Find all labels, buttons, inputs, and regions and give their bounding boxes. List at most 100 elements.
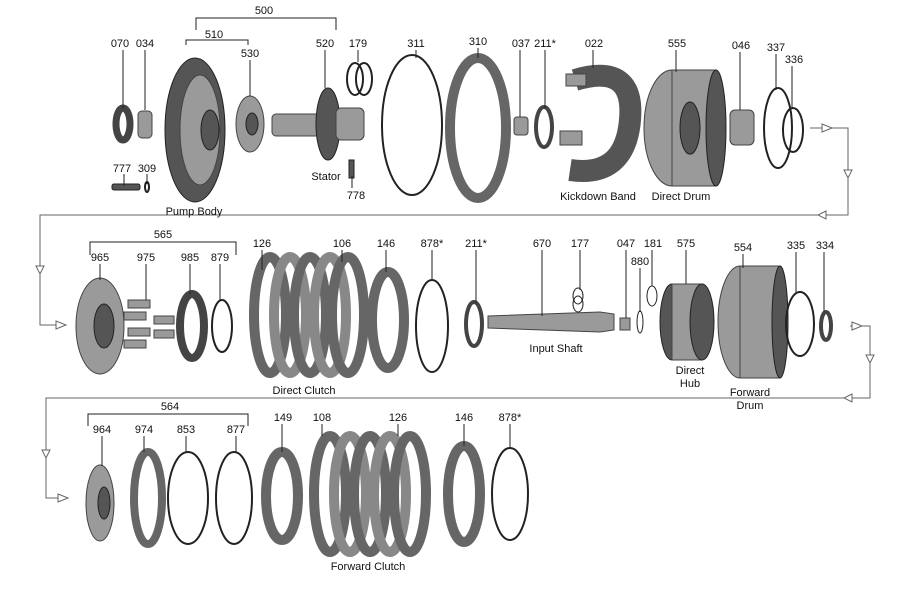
label-309: 309 bbox=[138, 163, 156, 175]
label-126b: 126 bbox=[389, 412, 407, 424]
label-670: 670 bbox=[533, 238, 551, 250]
forward-drum-554 bbox=[717, 265, 789, 379]
label-575: 575 bbox=[677, 238, 695, 250]
label-879: 879 bbox=[211, 252, 229, 264]
label-108: 108 bbox=[313, 412, 331, 424]
plate-310 bbox=[445, 53, 511, 203]
part-captions: Pump Body Stator Kickdown Band Direct Dr… bbox=[166, 171, 771, 573]
label-778: 778 bbox=[347, 190, 365, 202]
caption-direct-hub-line2: Hub bbox=[680, 378, 700, 390]
direct-drum-555 bbox=[643, 69, 727, 187]
label-334: 334 bbox=[816, 240, 834, 252]
label-106: 106 bbox=[333, 238, 351, 250]
label-985: 985 bbox=[181, 252, 199, 264]
washer-211b bbox=[464, 300, 484, 348]
pressure-plate-146a bbox=[367, 267, 409, 373]
bushing-034 bbox=[137, 110, 153, 139]
piston-964 bbox=[85, 464, 115, 542]
caption-forward-drum-line1: Forward bbox=[730, 387, 770, 399]
part-number-labels: 500 510 070 034 530 520 179 777 309 778 … bbox=[91, 5, 834, 436]
label-964: 964 bbox=[93, 424, 111, 436]
pump-gears-530 bbox=[235, 95, 265, 153]
label-310: 310 bbox=[469, 36, 487, 48]
rings-177 bbox=[572, 287, 584, 313]
label-149: 149 bbox=[274, 412, 292, 424]
label-965: 965 bbox=[91, 252, 109, 264]
seal-070 bbox=[112, 104, 134, 144]
label-510: 510 bbox=[205, 29, 223, 41]
label-877: 877 bbox=[227, 424, 245, 436]
caption-direct-hub-line1: Direct bbox=[676, 365, 705, 377]
label-126a: 126 bbox=[253, 238, 271, 250]
label-336: 336 bbox=[785, 54, 803, 66]
rings-179 bbox=[346, 62, 373, 96]
label-777: 777 bbox=[113, 163, 131, 175]
label-337: 337 bbox=[767, 42, 785, 54]
label-500: 500 bbox=[255, 5, 273, 17]
caption-stator: Stator bbox=[311, 171, 341, 183]
caption-direct-clutch: Direct Clutch bbox=[273, 385, 336, 397]
label-211a: 211* bbox=[534, 38, 557, 50]
ring-336 bbox=[782, 107, 804, 153]
ring-877 bbox=[215, 451, 253, 545]
caption-forward-drum-line2: Drum bbox=[737, 400, 764, 412]
bolt-777 bbox=[111, 183, 141, 191]
gasket-311 bbox=[381, 54, 443, 196]
label-565: 565 bbox=[154, 229, 172, 241]
ring-181 bbox=[646, 285, 658, 307]
bearing-046 bbox=[729, 109, 755, 146]
label-335: 335 bbox=[787, 240, 805, 252]
label-530: 530 bbox=[241, 48, 259, 60]
pressure-plate-146b bbox=[443, 441, 485, 547]
label-070: 070 bbox=[111, 38, 129, 50]
label-555: 555 bbox=[668, 38, 686, 50]
label-037: 037 bbox=[512, 38, 530, 50]
caption-kickdown-band: Kickdown Band bbox=[560, 191, 636, 203]
label-181: 181 bbox=[644, 238, 662, 250]
label-853: 853 bbox=[177, 424, 195, 436]
label-047: 047 bbox=[617, 238, 635, 250]
assembly-flow-path bbox=[35, 123, 875, 503]
label-564: 564 bbox=[161, 401, 179, 413]
stator-520 bbox=[271, 87, 365, 161]
piston-965 bbox=[75, 277, 125, 375]
label-975: 975 bbox=[137, 252, 155, 264]
label-034: 034 bbox=[136, 38, 154, 50]
label-211b: 211* bbox=[465, 238, 488, 250]
label-520: 520 bbox=[316, 38, 334, 50]
direct-hub-575 bbox=[659, 283, 715, 361]
snap-ring-878b bbox=[491, 447, 529, 541]
label-146a: 146 bbox=[377, 238, 395, 250]
snap-ring-879 bbox=[211, 299, 233, 353]
label-146b: 146 bbox=[455, 412, 473, 424]
washer-211a bbox=[534, 105, 554, 149]
kickdown-band-022 bbox=[559, 64, 642, 182]
ring-337 bbox=[763, 87, 793, 169]
pump-body bbox=[164, 57, 226, 203]
snap-ring-878a bbox=[415, 279, 449, 373]
label-554: 554 bbox=[734, 242, 752, 254]
retainer-985 bbox=[176, 290, 208, 362]
input-shaft-670 bbox=[487, 311, 615, 333]
plate-149 bbox=[261, 447, 303, 545]
forward-clutch-pack bbox=[309, 431, 431, 557]
bolt-778 bbox=[348, 159, 355, 179]
caption-forward-clutch: Forward Clutch bbox=[331, 561, 406, 573]
label-046: 046 bbox=[732, 40, 750, 52]
bearing-047 bbox=[619, 317, 631, 331]
label-880: 880 bbox=[631, 256, 649, 268]
ring-880 bbox=[636, 310, 644, 334]
caption-input-shaft: Input Shaft bbox=[529, 343, 582, 355]
caption-direct-drum: Direct Drum bbox=[652, 191, 711, 203]
ring-334 bbox=[819, 310, 833, 342]
label-022: 022 bbox=[585, 38, 603, 50]
leader-lines bbox=[87, 17, 825, 466]
ring-335 bbox=[785, 291, 815, 357]
direct-clutch-pack bbox=[249, 252, 369, 378]
label-974: 974 bbox=[135, 424, 153, 436]
label-177: 177 bbox=[571, 238, 589, 250]
label-878b: 878* bbox=[499, 412, 522, 424]
label-878a: 878* bbox=[421, 238, 444, 250]
